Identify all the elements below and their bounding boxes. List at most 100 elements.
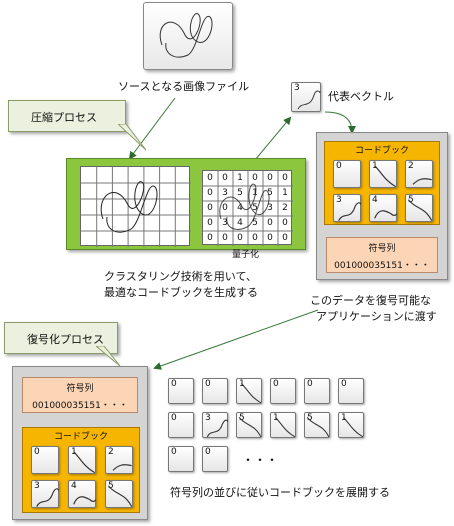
rep-vector-tile: 3 [291,82,321,112]
code-tile-number: 0 [171,447,177,457]
compress-title: 圧縮プロセス [31,111,97,124]
code-tile-number: 2 [108,447,114,457]
source-image-tile [143,2,233,70]
source-grid-lines [81,167,191,247]
code-tile-5: 5 [236,412,262,438]
quant-cell: 4 [237,218,243,228]
quant-cell: 0 [267,173,273,183]
code-tile-number: 0 [171,379,177,389]
code-tile-number: 0 [34,447,40,457]
code-tile-number: 3 [205,413,211,423]
quant-cell: 0 [222,203,228,213]
quant-cell: 0 [222,173,228,183]
expand-label: 符号列の並びに従いコードブックを展開する [170,486,390,499]
code-tile-4: 4 [369,194,398,222]
code-tile-number: 0 [336,161,342,171]
transfer-text-1: このデータを復号可能な [310,294,431,307]
code-tile-5: 5 [405,194,433,222]
code-tile-number: 0 [205,447,211,457]
code-tile-0: 0 [202,446,228,472]
code-tile-5: 5 [105,480,133,508]
code-sequence-value: 001000035151・・・ [334,261,430,271]
quant-cell: 0 [252,173,258,183]
quant-cell: 3 [222,218,228,228]
code-tile-0: 0 [168,446,194,472]
code-tile-number: 4 [71,481,77,491]
source-label: ソースとなる画像ファイル [118,80,250,93]
code-tile-number: 5 [408,195,414,205]
code-sequence-box: 符号列 001000035151・・・ [326,237,438,273]
code-tile-0: 0 [31,446,59,474]
compress-callout-tail [118,124,147,151]
quant-cell: 3 [267,203,273,213]
quantized-grid-lines [203,171,293,246]
codebook-title: コードブック [354,146,409,156]
restore-callout-tail [96,346,121,367]
quant-cell: 3 [222,188,228,198]
code-tile-4: 4 [68,480,97,508]
code-tile-number: 0 [205,379,211,389]
quant-cell: 5 [237,188,243,198]
code-tile-1: 1 [236,378,262,404]
code-tile-0: 0 [270,378,296,404]
quant-cell: 0 [252,233,258,243]
quant-cell: 1 [237,173,243,183]
quant-cell: 0 [207,188,213,198]
code-sequence-title: 符号列 [368,244,396,254]
quant-cell: 5 [252,203,258,213]
expanded-ellipsis: ・・・ [242,453,279,467]
restore-codebook-box: コードブック 0 1 2 3 4 5 [22,427,140,513]
code-tile-number: 5 [239,413,245,423]
rep-vector-label: 代表ベクトル [328,90,394,103]
quant-cell: 0 [207,218,213,228]
quant-cell: 0 [282,173,288,183]
code-tile-3: 3 [31,480,60,508]
restore-input-box: 符号列 001000035151・・・ コードブック 0 1 2 3 4 5 [12,366,148,520]
code-tile-number: 5 [307,413,313,423]
quantize-label: 量子化 [232,250,260,260]
quant-cell: 0 [207,233,213,243]
code-tile-number: 2 [408,161,414,171]
code-tile-0: 0 [333,160,361,188]
code-tile-3: 3 [333,194,362,222]
code-tile-0: 0 [168,378,194,404]
code-tile-2: 2 [405,160,433,188]
restore-code-sequence-box: 符号列 001000035151・・・ [22,377,138,413]
code-tile-0: 0 [168,412,194,438]
quant-cell: 0 [282,233,288,243]
code-tile-2: 2 [105,446,133,474]
compress-callout: 圧縮プロセス [8,100,126,132]
code-tile-5: 5 [304,412,330,438]
quant-cell: 2 [282,203,288,213]
restore-title: 復号化プロセス [27,333,104,346]
code-tile-number: 0 [307,379,313,389]
code-tile-1: 1 [369,160,397,188]
quant-cell: 1 [282,188,288,198]
clustering-text-1: クラスタリング技術を用いて、 [104,270,257,283]
quant-cell: 0 [207,173,213,183]
code-tile-3: 3 [202,412,229,438]
quant-cell: 0 [267,218,273,228]
code-tile-1: 1 [68,446,96,474]
rep-vector-num: 3 [294,83,300,93]
arrow-quant-to-vector [254,116,292,161]
code-tile-1: 1 [338,412,364,438]
restore-code-sequence-value: 001000035151・・・ [32,401,128,411]
quant-cell: 5 [267,188,273,198]
source-grid [80,166,191,247]
code-tile-0: 0 [338,378,364,404]
quant-cell: 0 [237,233,243,243]
code-tile-number: 3 [336,195,342,205]
code-tile-1: 1 [270,412,296,438]
arrow-source-to-grid [128,97,176,160]
code-tile-0: 0 [304,378,330,404]
quant-cell: 1 [252,188,258,198]
clustering-text-2: 最適なコードブックを生成する [104,286,258,299]
restore-codebook-title: コードブック [53,432,108,442]
transfer-text-2: アプリケーションに渡す [316,310,437,323]
quant-cell: 0 [222,233,228,243]
